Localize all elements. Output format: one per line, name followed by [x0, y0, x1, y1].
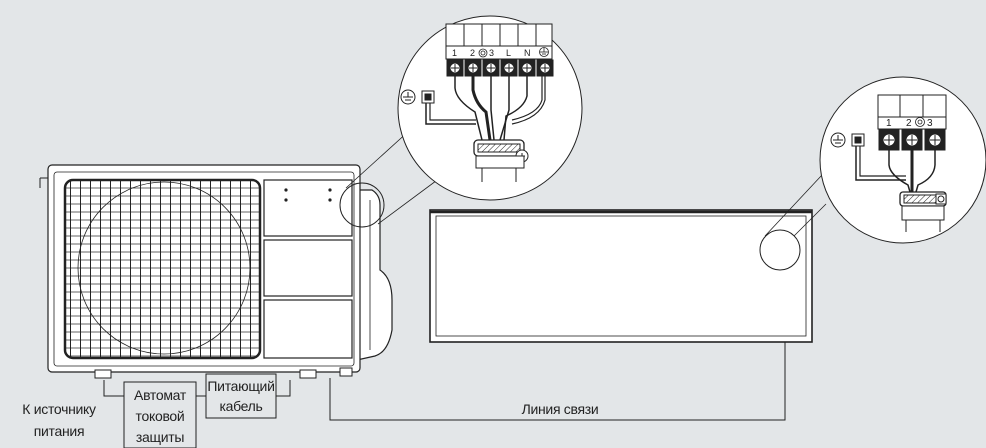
fan-grille	[63, 178, 262, 360]
outdoor-terminal-label-1: 1	[452, 48, 457, 58]
indoor-terminal-label-3: 3	[927, 118, 933, 129]
bottom-panel	[263, 299, 353, 359]
indoor-terminal-marker	[759, 229, 801, 271]
outdoor-unit	[39, 164, 393, 379]
breaker-line1: Автомат	[134, 387, 186, 403]
top-service-panel	[263, 179, 353, 237]
outdoor-terminal-label-N: N	[524, 48, 531, 58]
supply-cable-box	[205, 373, 277, 419]
outdoor-terminal-zoom	[397, 15, 583, 201]
to-power-source-line2: питания	[33, 423, 85, 439]
to-power-source-label: К источнику питания	[6, 400, 112, 440]
indoor-terminal-label-2: 2	[906, 118, 912, 129]
outdoor-terminal-label-3: 3	[489, 48, 494, 58]
supply-cable-label: Питающий кабель	[206, 377, 276, 415]
supply-cable-line2: кабель	[219, 398, 263, 414]
circuit-breaker-label: Автомат токовой защиты	[124, 386, 196, 446]
to-power-source-line1: К источнику	[22, 401, 96, 417]
outdoor-terminal-label-2: 2	[470, 48, 475, 58]
outdoor-terminal-marker	[339, 182, 385, 228]
indoor-terminal-zoom	[819, 76, 986, 244]
indoor-unit	[429, 209, 813, 343]
breaker-line2: токовой	[135, 408, 185, 424]
middle-panel	[263, 239, 353, 297]
breaker-line3: защиты	[135, 429, 185, 445]
outdoor-terminal-label-L: L	[506, 48, 511, 58]
wiring-lines	[103, 342, 786, 421]
indoor-terminal-label-1: 1	[886, 118, 892, 129]
fan-circle	[77, 181, 251, 355]
circuit-breaker-box	[123, 381, 197, 448]
outdoor-ground-terminal-icon	[539, 47, 549, 57]
supply-cable-line1: Питающий	[207, 378, 275, 394]
communication-line-label: Линия связи	[521, 401, 599, 417]
